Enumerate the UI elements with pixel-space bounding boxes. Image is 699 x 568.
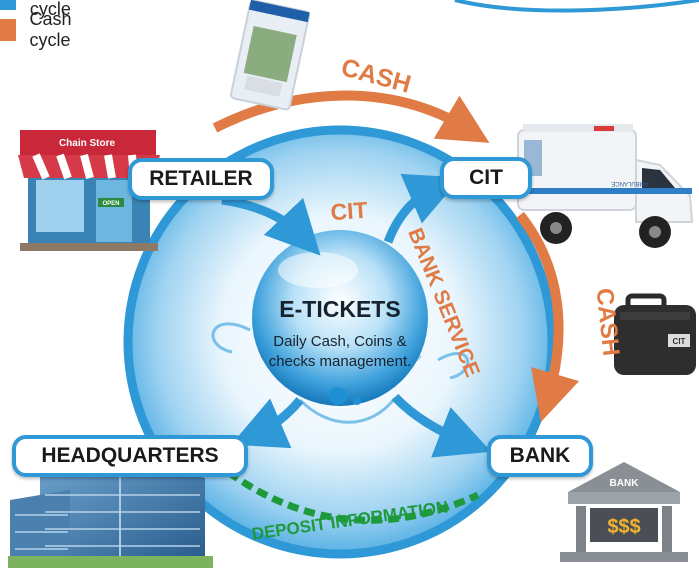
case-label: CIT <box>673 337 686 346</box>
store-open-label: OPEN <box>102 201 119 207</box>
water-splash-icon <box>211 322 470 424</box>
flow-label-cit: CIT <box>330 197 369 226</box>
center-subtitle: Daily Cash, Coins & checks management. <box>262 332 418 372</box>
arrow-retailer-to-etickets <box>221 195 321 256</box>
data-cycle-ring <box>123 125 557 559</box>
legend-item-data-cycle: Data cycle <box>0 0 81 19</box>
legend-swatch-cash-cycle <box>0 19 16 41</box>
node-headquarters: HEADQUARTERS <box>12 435 248 477</box>
cash-arrow-top <box>433 95 490 143</box>
center-subtitle-line-2: checks management. <box>268 353 412 370</box>
node-cit: CIT <box>440 157 532 199</box>
briefcase-icon <box>614 293 696 375</box>
arrow-etickets-to-bank <box>391 393 492 458</box>
ambulance-icon <box>517 124 694 248</box>
store-sign-label: Chain Store <box>59 138 116 149</box>
cash-arc-right <box>516 211 580 422</box>
water-drop-icon <box>329 387 347 405</box>
office-building-icon <box>8 458 213 568</box>
flow-label-cash-right: CASH <box>591 287 625 357</box>
bubble-highlight <box>278 252 358 288</box>
legend-swatch-data-cycle <box>0 0 16 10</box>
bank-sign-label: BANK <box>610 478 640 489</box>
node-retailer: RETAILER <box>128 158 274 200</box>
arrow-etickets-to-cit <box>383 173 461 244</box>
ambulance-text-label: AMBULANCE <box>611 180 648 186</box>
header-accent-curve <box>454 0 699 13</box>
center-title: E-TICKETS <box>279 296 401 322</box>
cash-arc-top <box>212 90 451 133</box>
deposit-info-arc <box>212 459 480 524</box>
money-bag-icon <box>230 0 310 111</box>
node-bank: BANK <box>487 435 593 477</box>
center-subtitle-line-1: Daily Cash, Coins & <box>273 333 407 350</box>
store-icon <box>18 130 160 251</box>
arrow-etickets-to-headquarters <box>231 397 304 449</box>
bank-money-label: $$$ <box>607 516 640 538</box>
legend-label-cash-cycle: Cash cycle <box>29 9 72 50</box>
water-drop-small-icon <box>353 397 361 405</box>
bank-icon <box>560 462 688 562</box>
legend-label-data-cycle: Data cycle <box>29 0 71 19</box>
legend-item-cash-cycle: Cash cycle <box>0 9 82 50</box>
